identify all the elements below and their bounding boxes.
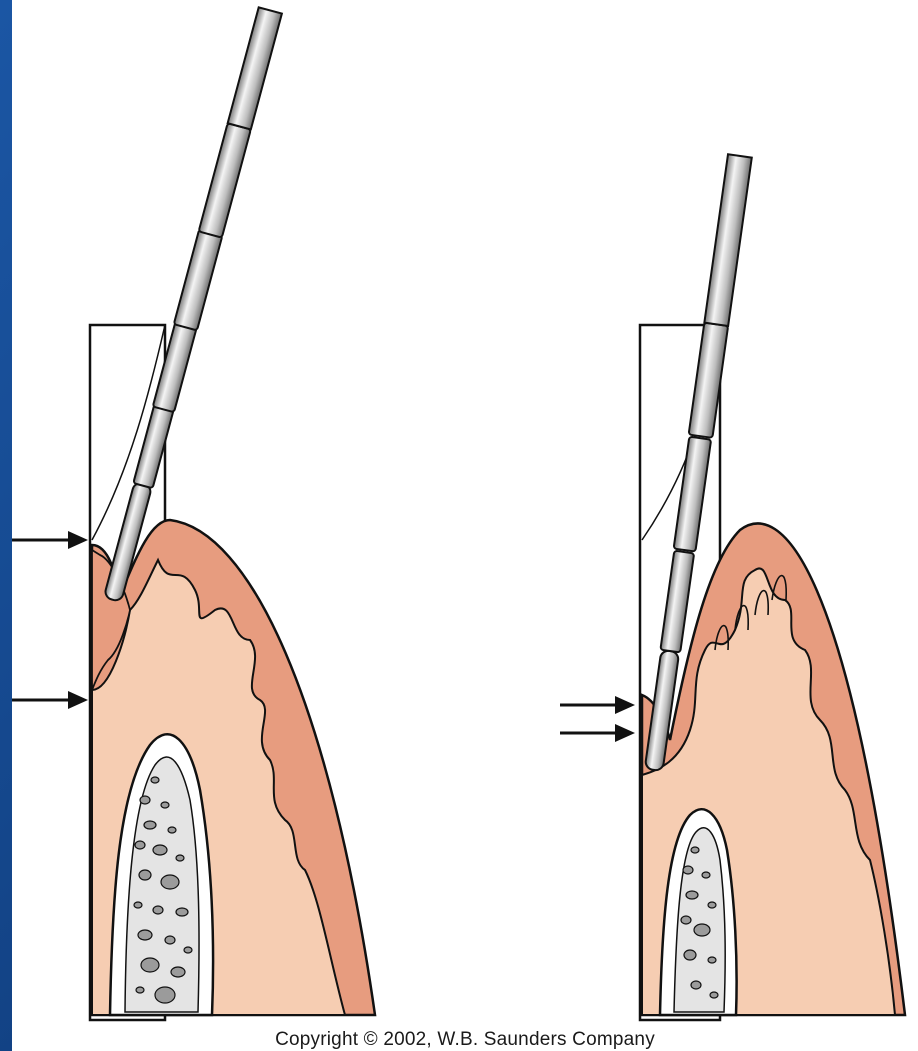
- arrow-lower-right-icon: [560, 724, 635, 742]
- periodontal-probe-left-icon: [101, 7, 282, 602]
- copyright-caption: Copyright © 2002, W.B. Saunders Company: [12, 1029, 918, 1051]
- right-illustration: [560, 154, 905, 1020]
- arrow-gingival-margin-left-icon: [12, 531, 88, 549]
- arrow-upper-right-icon: [560, 696, 635, 714]
- arrow-pocket-base-left-icon: [12, 691, 88, 709]
- left-illustration: [12, 7, 375, 1020]
